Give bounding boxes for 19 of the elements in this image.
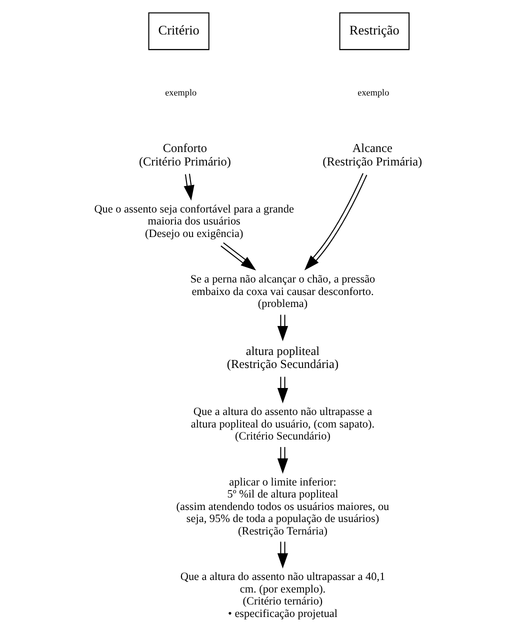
node-text: Que a altura do assento não ultrapassar a 40,1 cm. (por exemplo). (Critério ternário) • especificação projetual xyxy=(180,571,385,620)
node-text: Alcance (Restrição Primária) xyxy=(322,141,422,168)
arrow xyxy=(220,242,256,270)
arrow xyxy=(183,174,194,201)
arrow xyxy=(276,314,288,342)
arrow xyxy=(304,173,367,270)
node-text: Se a perna não alcançar o chão, a pressão embaixo da coxa vai causar desconforto. (problema) xyxy=(190,274,375,310)
label: exemplo xyxy=(164,88,196,98)
arrow xyxy=(276,542,288,568)
arrow xyxy=(276,447,288,474)
node-text: Que o assento seja confortável para a grande maioria dos usuários (Desejo ou exigência) xyxy=(94,203,294,240)
node-text: Que a altura do assento não ultrapasse a altura popliteal do usuário, (com sapato). (Critério Secundário) xyxy=(190,406,374,443)
label: Restrição xyxy=(348,22,399,38)
label: exemplo xyxy=(357,88,389,98)
label: Critério xyxy=(158,22,199,38)
node-text: Conforto (Critério Primário) xyxy=(138,141,230,168)
node-text: aplicar o limite inferior: 5º %il de altura popliteal (assim atendendo todos os usuários maiores, ou seja, 95% de toda a população de usuários) (Restrição Ternária) xyxy=(176,476,389,538)
arrow xyxy=(276,376,288,404)
node-text: altura popliteal (Restrição Secundária) xyxy=(226,344,338,372)
